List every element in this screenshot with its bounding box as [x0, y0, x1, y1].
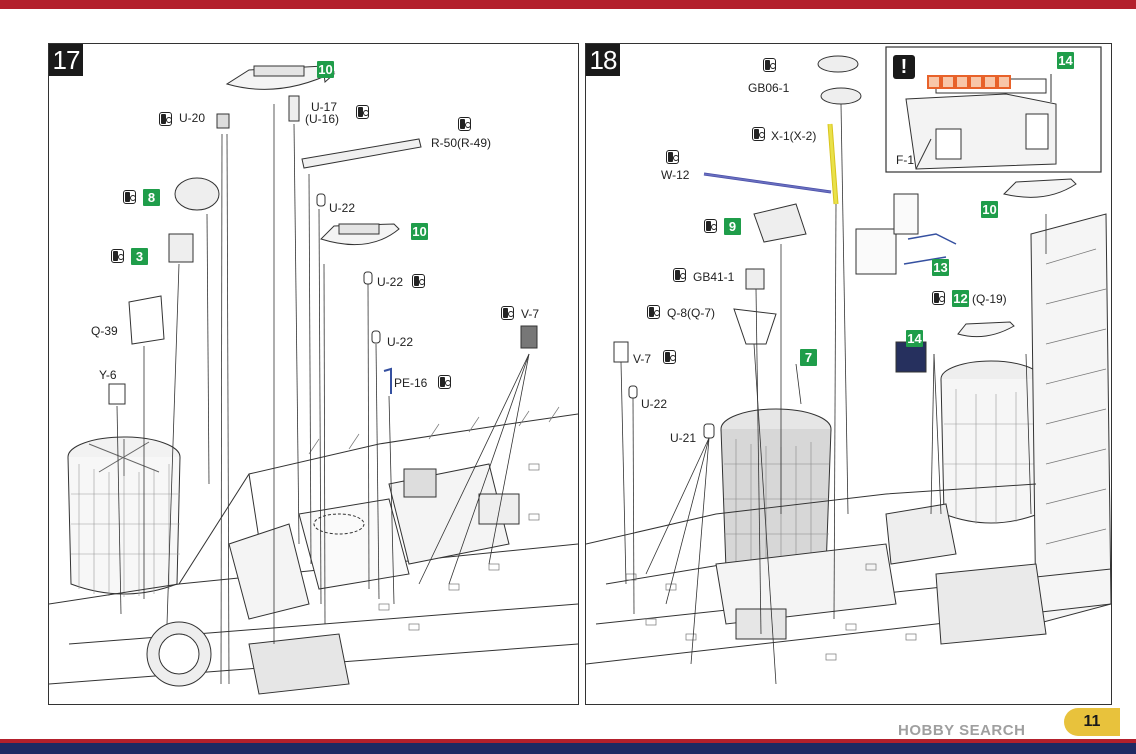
part-label-u22: U-22	[377, 275, 404, 289]
step-18-number: 18	[586, 44, 620, 76]
step-17-drawing	[49, 65, 578, 695]
watermark: HOBBY SEARCH	[898, 722, 1026, 739]
top-red-stripe	[0, 0, 1136, 9]
step-17-panel: 17	[48, 43, 579, 705]
part-label-x1: X-1(X-2)	[771, 129, 817, 143]
step-ref-14: 14	[906, 330, 923, 347]
cement-icon	[111, 249, 124, 263]
step-18-drawing	[586, 46, 1111, 685]
step-ref-8: 8	[143, 189, 160, 206]
cement-icon	[666, 150, 679, 164]
part-label-v7: V-7	[633, 352, 652, 366]
step-17-number: 17	[49, 44, 83, 76]
part-label-u16: (U-16)	[305, 112, 340, 126]
part-label-u22: U-22	[387, 335, 414, 349]
part-label-u21: U-21	[670, 431, 697, 445]
cement-icon	[412, 274, 425, 288]
cement-icon	[123, 190, 136, 204]
step-ref-13: 13	[932, 259, 949, 276]
part-label-y6: Y-6	[99, 368, 117, 382]
bottom-blue-stripe	[0, 743, 1136, 754]
cement-icon	[663, 350, 676, 364]
cement-icon	[763, 58, 776, 72]
part-label-u22: U-22	[329, 201, 356, 215]
part-label-u17: U-17	[311, 100, 338, 114]
step-ref-14: 14	[1057, 52, 1074, 69]
part-label-f1: F-1	[896, 153, 914, 167]
cement-icon	[501, 306, 514, 320]
cement-icon	[159, 112, 172, 126]
part-label-q8: Q-8(Q-7)	[667, 306, 715, 320]
part-label-q39: Q-39	[91, 324, 118, 338]
step-ref-10: 10	[317, 61, 334, 78]
cement-icon	[438, 375, 451, 389]
cement-icon	[458, 117, 471, 131]
part-label-u22: U-22	[641, 397, 668, 411]
step-ref-10: 10	[981, 201, 998, 218]
page-number: 11	[1064, 708, 1120, 736]
part-label-gb06: GB06-1	[748, 81, 790, 95]
step-18-panel: 18	[585, 43, 1112, 705]
cement-icon	[673, 268, 686, 282]
part-label-gb41: GB41-1	[693, 270, 735, 284]
step-ref-9: 9	[724, 218, 741, 235]
attention-icon: !	[893, 55, 915, 79]
step-ref-10: 10	[411, 223, 428, 240]
part-label-u20: U-20	[179, 111, 206, 125]
part-label-pe16: PE-16	[394, 376, 428, 390]
cement-icon	[932, 291, 945, 305]
cement-icon	[356, 105, 369, 119]
step-ref-12: 12	[952, 290, 969, 307]
part-label-q19: (Q-19)	[972, 292, 1007, 306]
step-ref-7: 7	[800, 349, 817, 366]
cement-icon	[704, 219, 717, 233]
cement-icon	[752, 127, 765, 141]
part-label-r50: R-50(R-49)	[431, 136, 492, 150]
step-ref-3: 3	[131, 248, 148, 265]
bottom-red-stripe	[0, 739, 1136, 743]
part-label-w12: W-12	[661, 168, 690, 182]
part-label-v7: V-7	[521, 307, 540, 321]
cement-icon	[647, 305, 660, 319]
